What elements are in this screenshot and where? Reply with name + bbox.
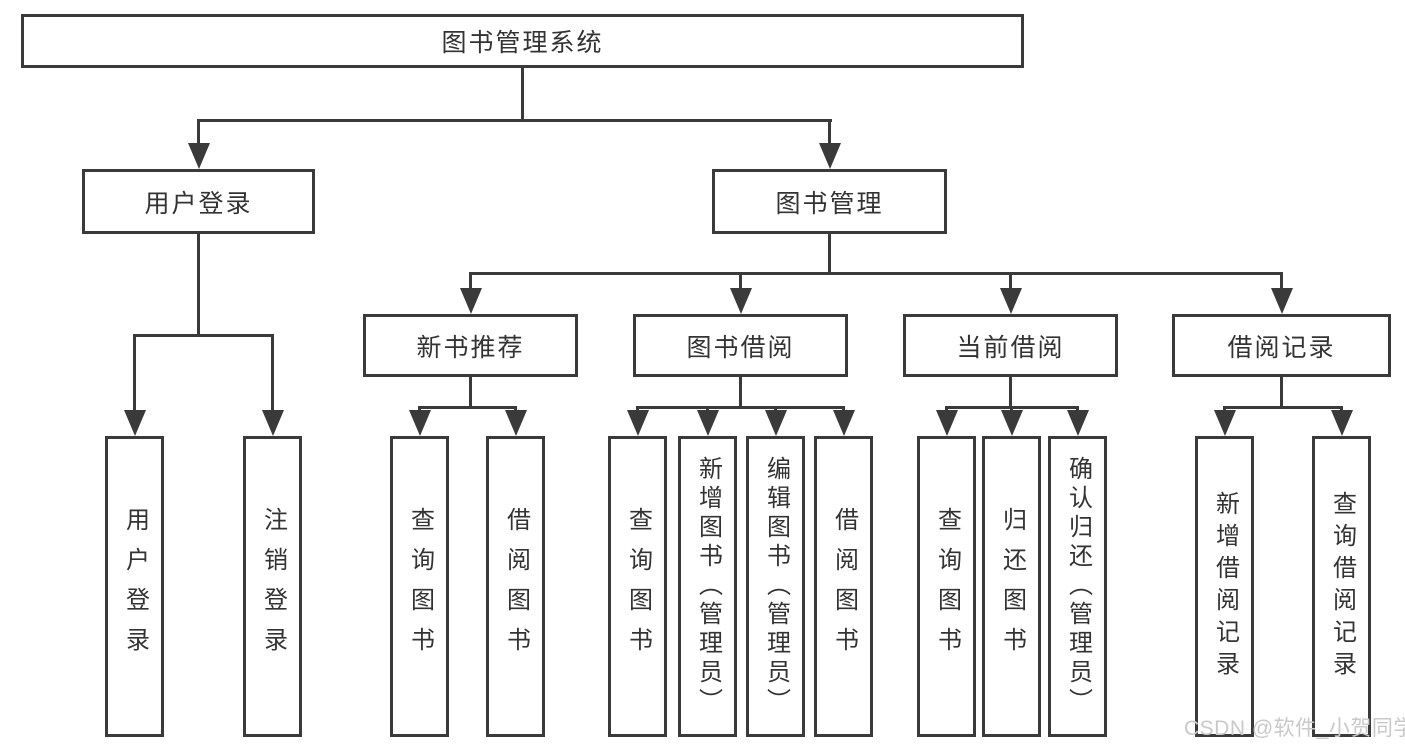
connector-arrowhead-icon: [504, 410, 527, 436]
connector-line: [739, 272, 742, 290]
leaf-label: 查询图书: [933, 506, 961, 667]
connector-arrowhead-icon: [818, 143, 841, 169]
leaf-label: 确认归还（管理员）: [1064, 456, 1092, 717]
leaf-logout: 注销登录: [243, 436, 302, 737]
connector-line: [1280, 272, 1283, 290]
leaf-cb-query-books: 查询图书: [917, 436, 976, 737]
leaf-label: 用户登录: [121, 506, 149, 667]
leaf-label: 查询图书: [624, 506, 652, 667]
connector-line: [636, 406, 845, 409]
connector-arrowhead-icon: [408, 410, 431, 436]
leaf-bb-edit-books-admin: 编辑图书（管理员）: [746, 436, 805, 737]
leaf-bb-borrow-books: 借阅图书: [814, 436, 873, 737]
leaf-cb-confirm-return-admin: 确认归还（管理员）: [1048, 436, 1107, 737]
connector-line: [739, 377, 742, 409]
connector-line: [197, 119, 832, 122]
watermark: CSDN @软件_小贺同学: [1184, 717, 1405, 740]
leaf-label: 借阅图书: [502, 506, 530, 667]
connector-line: [133, 334, 274, 337]
connector-arrowhead-icon: [123, 410, 146, 436]
connector-arrowhead-icon: [935, 410, 958, 436]
connector-line: [418, 406, 517, 409]
connector-line: [521, 68, 524, 121]
node-book-management: 图书管理: [712, 169, 947, 234]
connector-arrowhead-icon: [1066, 410, 1089, 436]
leaf-label: 新增图书（管理员）: [694, 456, 722, 717]
connector-line: [133, 334, 136, 412]
connector-line: [1280, 377, 1283, 409]
leaf-label: 查询借阅记录: [1328, 490, 1356, 683]
connector-line: [469, 377, 472, 409]
connector-line: [828, 234, 831, 274]
connector-arrowhead-icon: [696, 410, 719, 436]
leaf-label: 借阅图书: [830, 506, 858, 667]
node-library-system: 图书管理系统: [21, 14, 1024, 68]
connector-arrowhead-icon: [832, 410, 855, 436]
node-book-borrowing: 图书借阅: [633, 314, 848, 377]
node-user-login: 用户登录: [82, 169, 315, 234]
leaf-label: 查询图书: [406, 506, 434, 667]
node-new-book-recommend: 新书推荐: [363, 314, 578, 377]
connector-line: [1009, 377, 1012, 409]
connector-arrowhead-icon: [1270, 288, 1293, 314]
connector-line: [469, 272, 472, 290]
connector-arrowhead-icon: [1213, 410, 1236, 436]
node-borrowing-records: 借阅记录: [1172, 314, 1391, 377]
connector-arrowhead-icon: [1330, 410, 1353, 436]
connector-arrowhead-icon: [1000, 410, 1023, 436]
leaf-label: 新增借阅记录: [1211, 490, 1239, 683]
connector-line: [197, 234, 200, 336]
connector-line: [1223, 406, 1343, 409]
leaf-br-add-record: 新增借阅记录: [1195, 436, 1254, 737]
leaf-label: 编辑图书（管理员）: [762, 456, 790, 717]
connector-arrowhead-icon: [261, 410, 284, 436]
connector-line: [1009, 272, 1012, 290]
leaf-cb-return-books: 归还图书: [982, 436, 1041, 737]
connector-arrowhead-icon: [999, 288, 1022, 314]
connector-line: [828, 119, 831, 147]
leaf-label: 注销登录: [259, 506, 287, 667]
connector-line: [469, 272, 1283, 275]
node-current-borrowing: 当前借阅: [903, 314, 1118, 377]
leaf-bb-add-books-admin: 新增图书（管理员）: [678, 436, 737, 737]
leaf-rec-query-books: 查询图书: [390, 436, 449, 737]
leaf-rec-borrow-books: 借阅图书: [486, 436, 545, 737]
leaf-label: 归还图书: [998, 506, 1026, 667]
connector-arrowhead-icon: [626, 410, 649, 436]
connector-arrowhead-icon: [729, 288, 752, 314]
connector-arrowhead-icon: [459, 288, 482, 314]
connector-arrowhead-icon: [764, 410, 787, 436]
connector-arrowhead-icon: [187, 143, 210, 169]
connector-line: [197, 119, 200, 147]
leaf-bb-query-books: 查询图书: [608, 436, 667, 737]
leaf-user-login: 用户登录: [105, 436, 164, 737]
connector-line: [271, 334, 274, 412]
leaf-br-query-record: 查询借阅记录: [1312, 436, 1371, 737]
